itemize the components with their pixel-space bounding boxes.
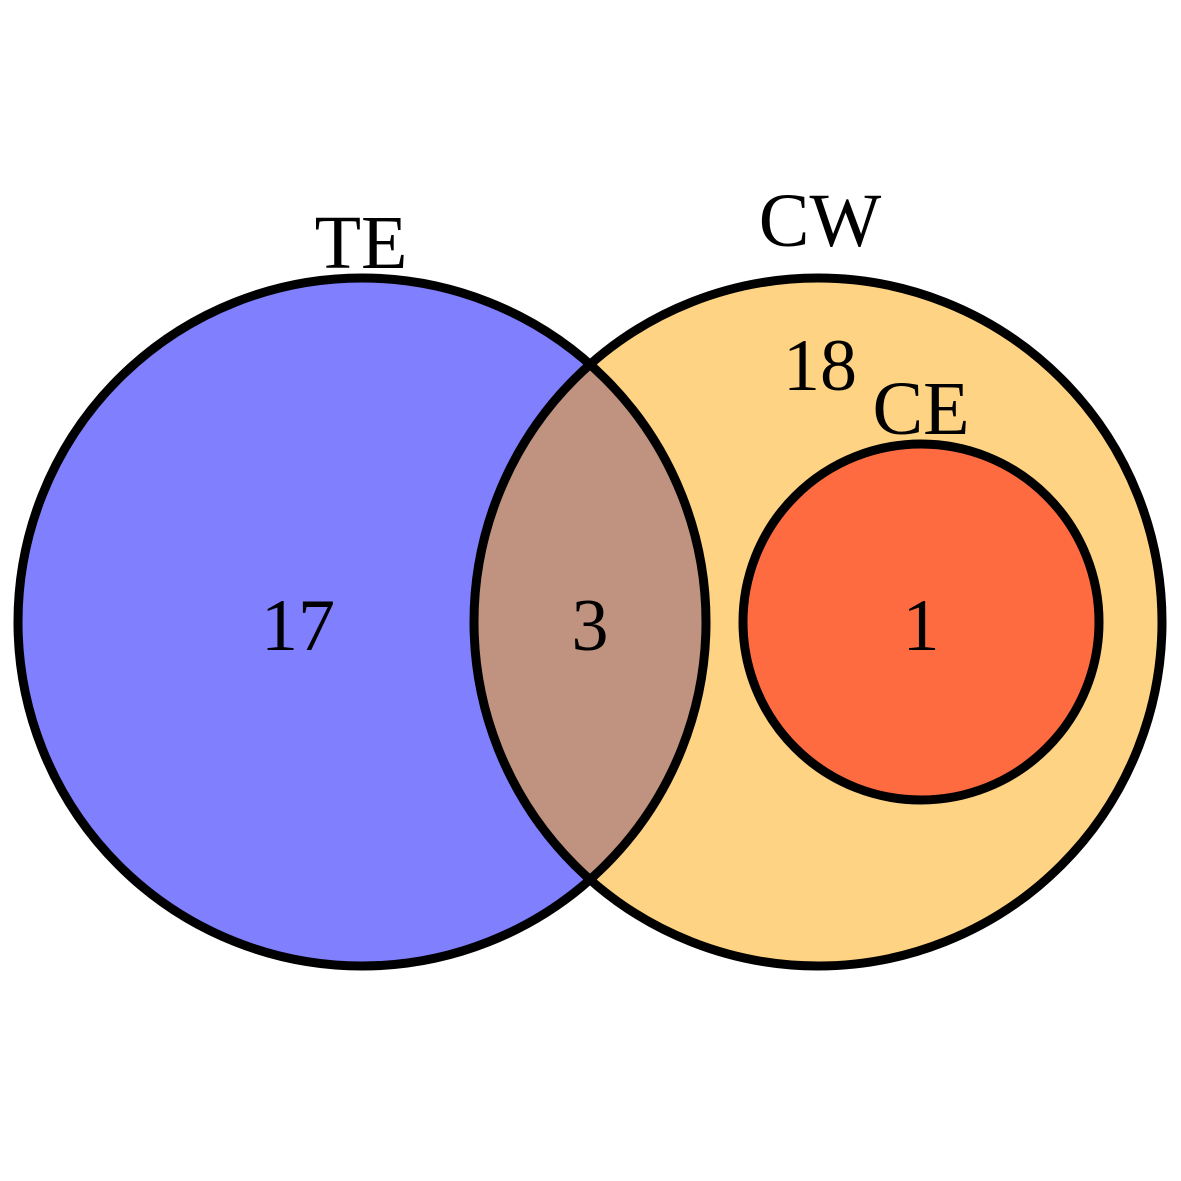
te-set-outline xyxy=(13,273,711,971)
te-cw-overlap-count: 3 xyxy=(572,585,609,667)
te-cw-overlap-fill xyxy=(474,278,706,966)
cw-set-outline xyxy=(469,273,1167,971)
ce-set-outline xyxy=(738,439,1104,805)
ce-set-fill xyxy=(743,444,1099,800)
ce-count: 1 xyxy=(903,585,940,667)
ce-set-label: CE xyxy=(872,367,969,451)
te-only-count: 17 xyxy=(261,585,335,667)
cw-only-count: 18 xyxy=(783,325,857,407)
cw-set-label: CW xyxy=(759,179,882,263)
te-set-label: TE xyxy=(315,201,408,285)
